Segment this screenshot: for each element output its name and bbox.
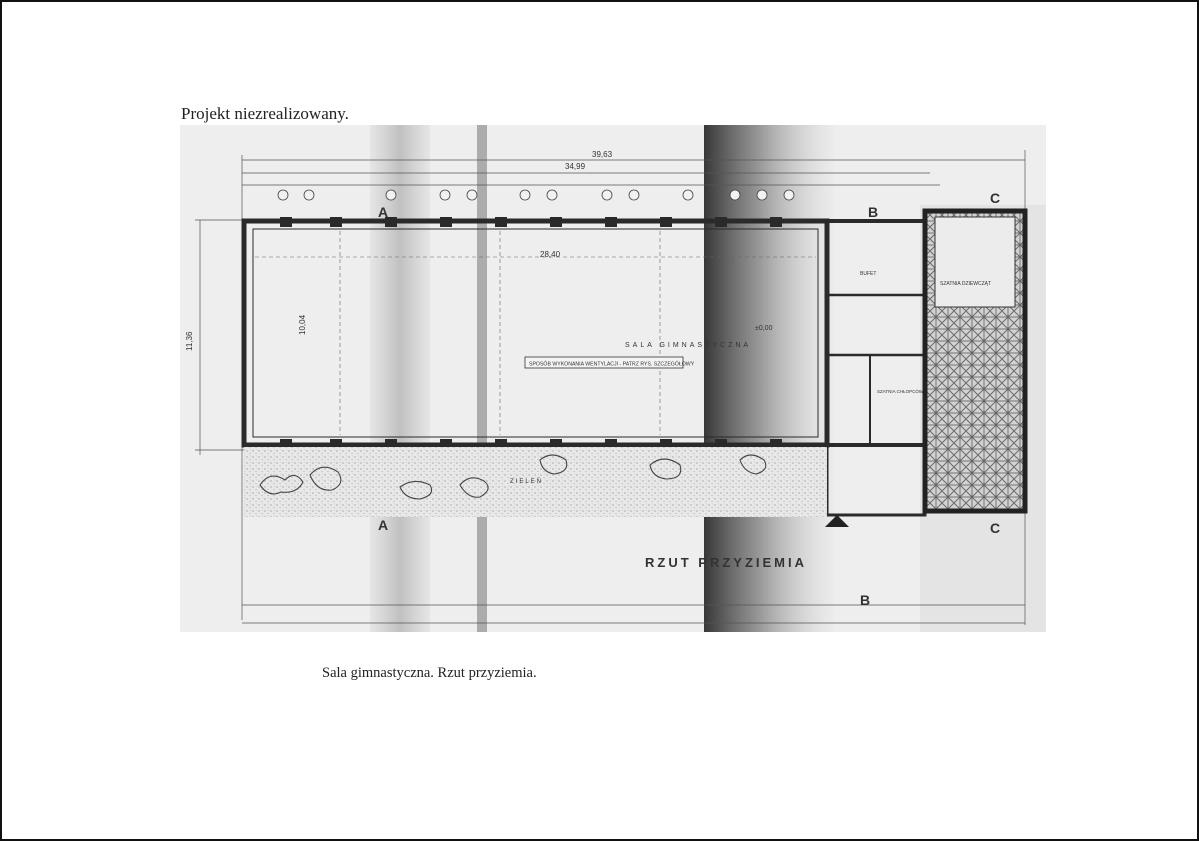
section-marker-b-bottom: B — [860, 592, 870, 608]
hall-note-box — [524, 356, 684, 369]
level-mark: ±0,00 — [755, 325, 773, 332]
wall-piers — [280, 217, 782, 449]
header-label: Projekt niezrealizowany. — [181, 104, 349, 123]
shrub-symbols — [259, 454, 767, 500]
dim-inner: 28,40 — [540, 250, 561, 259]
fold-shadow-left — [370, 125, 430, 632]
fold-line-middle — [477, 125, 487, 632]
room-dressing-label: SZATNIA CHŁOPCÓW — [877, 388, 924, 394]
caption: Sala gimnastyczna. Rzut przyziemia. — [322, 665, 537, 681]
hall-label: SALA GIMNASTYCZNA — [625, 342, 751, 349]
plan-background — [180, 125, 1046, 632]
green-label: ZIELEŃ — [510, 478, 543, 485]
dim-side: 11,36 — [185, 331, 194, 351]
section-marker-a-bottom: A — [378, 517, 388, 533]
dim-width: 10,04 — [298, 314, 307, 335]
hall-interior-lines — [255, 231, 816, 435]
plan-title: RZUT PRZYZIEMIA — [645, 555, 807, 570]
fold-shadow-right — [704, 125, 834, 632]
wc-room — [934, 216, 1016, 308]
grid-markers — [277, 189, 795, 201]
section-marker-c-top: C — [990, 190, 1000, 206]
hall-note: SPOSÓB WYKONANIA WENTYLACJI - PATRZ RYS.… — [529, 361, 695, 368]
dimension-lines — [195, 150, 1026, 625]
room-buffet-label: BUFET — [860, 271, 876, 277]
room-wc-label: SZATNIA DZIEWCZĄT — [940, 281, 991, 287]
annex-outer-wall — [922, 208, 1028, 514]
dim-hall: 34,99 — [565, 162, 586, 171]
section-marker-b-top: B — [868, 204, 878, 220]
section-marker-a-top: A — [378, 204, 388, 220]
entrance-arrow — [825, 515, 849, 527]
section-marker-c-bottom: C — [990, 520, 1000, 536]
dim-total: 39,63 — [592, 150, 613, 159]
floor-plan-drawing: 39,63 34,99 11,36 A A B B C C — [180, 125, 1046, 632]
